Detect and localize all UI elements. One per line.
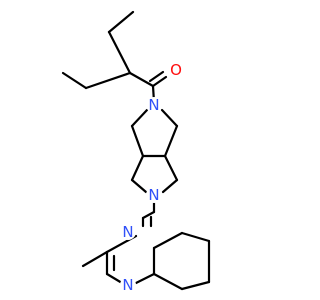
svg-text:N: N bbox=[122, 223, 133, 241]
bond bbox=[130, 154, 145, 182]
svg-text:N: N bbox=[148, 96, 159, 114]
bond bbox=[151, 75, 168, 88]
bond bbox=[61, 71, 88, 90]
molecule-structure: O N N N N bbox=[61, 10, 211, 294]
bond bbox=[180, 280, 211, 291]
svg-text:O: O bbox=[170, 61, 182, 79]
bond bbox=[134, 272, 156, 285]
atom-labels: O N N N N bbox=[120, 61, 184, 294]
bond bbox=[141, 210, 156, 220]
bond bbox=[130, 108, 149, 128]
bond bbox=[163, 154, 179, 182]
bond bbox=[128, 71, 155, 88]
bond bbox=[107, 10, 135, 34]
atom-n: N bbox=[146, 96, 162, 114]
bond bbox=[105, 272, 124, 285]
atom-o: O bbox=[168, 61, 184, 79]
bond bbox=[161, 178, 179, 194]
bond bbox=[160, 108, 179, 128]
atom-n: N bbox=[120, 276, 136, 294]
bond bbox=[180, 231, 211, 243]
bond bbox=[163, 124, 179, 158]
bond bbox=[130, 124, 145, 158]
bond bbox=[81, 250, 109, 268]
bond bbox=[152, 231, 184, 250]
atom-n: N bbox=[146, 186, 162, 204]
bond bbox=[84, 71, 132, 90]
bond bbox=[148, 70, 165, 83]
bond bbox=[107, 30, 132, 75]
bonds bbox=[61, 10, 211, 291]
bond bbox=[130, 178, 148, 194]
svg-text:N: N bbox=[148, 186, 159, 204]
svg-text:N: N bbox=[122, 276, 133, 294]
bond bbox=[152, 272, 184, 291]
atom-n: N bbox=[120, 223, 136, 241]
